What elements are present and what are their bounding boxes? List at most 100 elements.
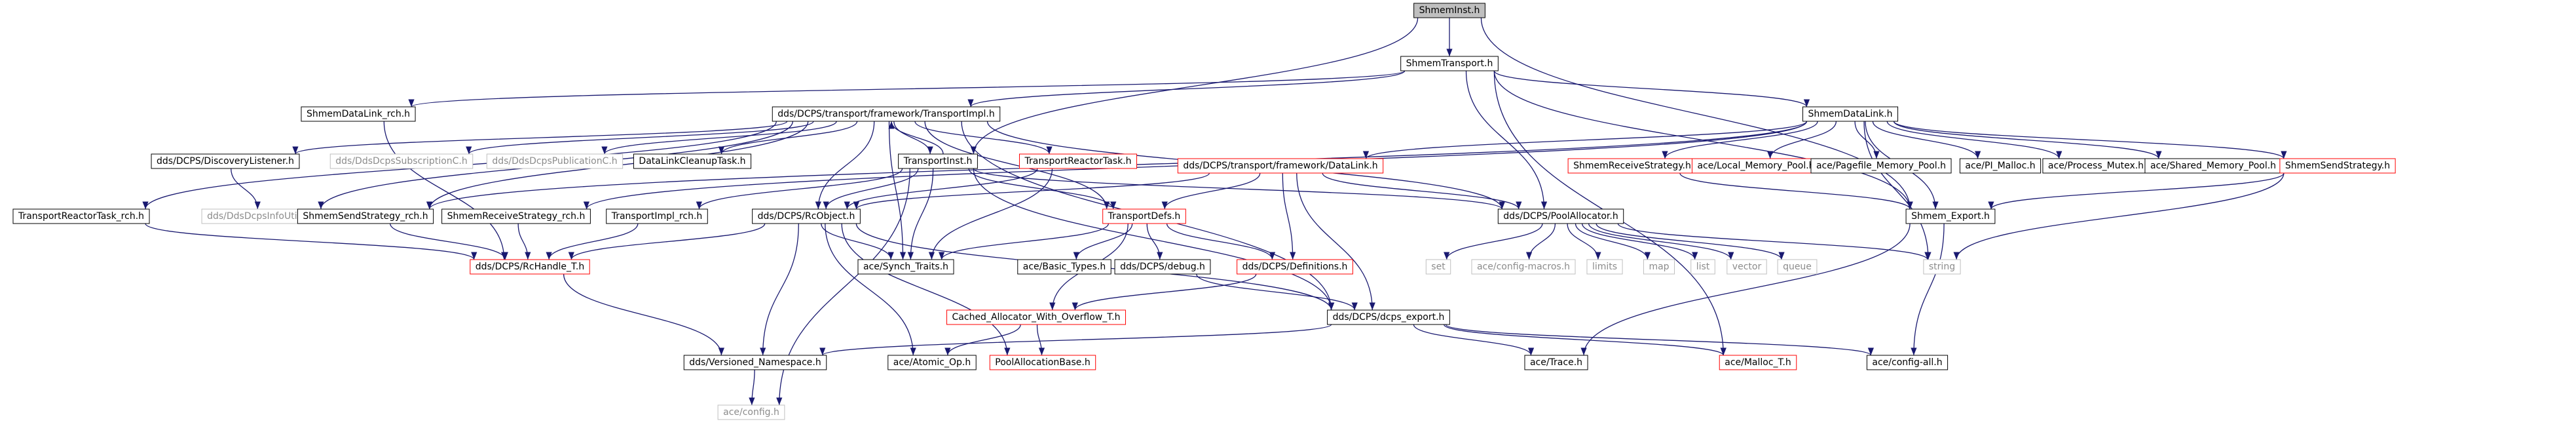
node-transportreactortask-rch[interactable]: TransportReactorTask_rch.h xyxy=(12,208,150,224)
node-poolallocator[interactable]: dds/DCPS/PoolAllocator.h xyxy=(1497,208,1624,224)
node-box xyxy=(297,208,434,224)
node-box xyxy=(1413,3,1485,18)
node-dcps-export[interactable]: dds/DCPS/dcps_export.h xyxy=(1327,309,1450,325)
node-label: ace/Basic_Types.h xyxy=(1023,262,1106,272)
node-discoverylistener[interactable]: dds/DCPS/DiscoveryListener.h xyxy=(151,153,300,169)
edge-shmemtransport-to-transportimpl xyxy=(967,70,1406,108)
node-box xyxy=(1777,259,1818,275)
node-local-memory-pool[interactable]: ace/Local_Memory_Pool.h xyxy=(1691,158,1821,174)
node-box xyxy=(486,153,624,169)
edge-shmemreceivestrategy-to-shmem-export xyxy=(1679,172,1913,210)
node-config-all[interactable]: ace/config-all.h xyxy=(1866,355,1949,370)
edge-shmemdatalink-to-process-mutex xyxy=(1886,121,2063,159)
edge-shmeminst-to-transportinst xyxy=(970,17,1419,155)
edge-poolallocator-to-map xyxy=(1575,223,1651,260)
edge-shmemdatalink-to-shmemreceivestrategy xyxy=(1662,121,1818,159)
node-box xyxy=(1471,259,1576,275)
node-shmemsendstrategy-rch[interactable]: ShmemSendStrategy_rch.h xyxy=(297,208,434,224)
node-shmemdatalink[interactable]: ShmemDataLink.h xyxy=(1802,106,1899,122)
node-versioned-namespace[interactable]: dds/Versioned_Namespace.h xyxy=(683,355,827,370)
node-config-macros: ace/config-macros.h xyxy=(1471,259,1576,275)
node-box xyxy=(1114,259,1211,275)
edge-shmemsendstrategy-rch-to-rchandle-t xyxy=(390,223,508,260)
edge-framework-datalink-to-poolallocator xyxy=(1322,172,1522,210)
node-pagefile-memory-pool[interactable]: ace/Pagefile_Memory_Pool.h xyxy=(1810,158,1952,174)
node-label: DataLinkCleanupTask.h xyxy=(639,156,745,167)
edge-shmem-export-to-ace-trace xyxy=(1580,223,1911,356)
node-basic-types[interactable]: ace/Basic_Types.h xyxy=(1017,259,1111,275)
node-label: dds/DdsDcpsInfoUtilsC.h xyxy=(207,211,320,222)
node-label: dds/DCPS/Definitions.h xyxy=(1242,262,1348,272)
node-label: dds/DCPS/debug.h xyxy=(1120,262,1205,272)
node-transportinst[interactable]: TransportInst.h xyxy=(898,153,978,169)
node-label: ShmemInst.h xyxy=(1419,5,1480,16)
node-shared-memory-pool[interactable]: ace/Shared_Memory_Pool.h xyxy=(2144,158,2282,174)
node-dcps-debug[interactable]: dds/DCPS/debug.h xyxy=(1114,259,1211,275)
edge-transportimpl-to-transportreactortask xyxy=(914,121,1053,155)
node-pi-malloc[interactable]: ace/PI_Malloc.h xyxy=(1959,158,2042,174)
node-label: vector xyxy=(1732,262,1762,272)
node-label: dds/DCPS/transport/framework/DataLink.h xyxy=(1183,161,1377,171)
node-datalinkcleanuptask[interactable]: DataLinkCleanupTask.h xyxy=(633,153,752,169)
node-label: TransportReactorTask.h xyxy=(1024,156,1131,167)
node-shmem-export[interactable]: Shmem_Export.h xyxy=(1905,208,1996,224)
edge-transportinst-to-rcobject xyxy=(823,168,919,210)
node-shmemreceivestrategy[interactable]: ShmemReceiveStrategy.h xyxy=(1567,158,1697,174)
edge-dcps-export-to-ace-malloc-t xyxy=(1443,324,1727,356)
edge-framework-datalink-to-transportdefs xyxy=(1161,172,1261,210)
node-shmeminst[interactable]: ShmemInst.h xyxy=(1413,3,1485,18)
edge-rchandle-t-to-versioned-namespace xyxy=(563,273,725,356)
node-atomic-op[interactable]: ace/Atomic_Op.h xyxy=(887,355,977,370)
node-framework-datalink[interactable]: dds/DCPS/transport/framework/DataLink.h xyxy=(1177,158,1384,174)
edge-dcps-debug-to-dcps-export xyxy=(1196,273,1358,311)
node-process-mutex[interactable]: ace/Process_Mutex.h xyxy=(2042,158,2150,174)
node-label: ace/Malloc_T.h xyxy=(1725,357,1791,368)
edge-cached-allocator-to-atomic-op xyxy=(944,324,1021,356)
edge-dcps-export-to-config-all xyxy=(1445,324,1874,356)
node-definitions[interactable]: dds/DCPS/Definitions.h xyxy=(1237,259,1353,275)
node-label: ace/PI_Malloc.h xyxy=(1965,161,2035,171)
node-rcobject[interactable]: dds/DCPS/RcObject.h xyxy=(752,208,861,224)
node-label: ace/config-macros.h xyxy=(1477,262,1570,272)
edge-poolallocator-to-set xyxy=(1444,223,1543,260)
edges-layer xyxy=(142,17,2287,406)
node-box xyxy=(1497,208,1624,224)
node-rchandle-t[interactable]: dds/DCPS/RcHandle_T.h xyxy=(470,259,590,275)
node-ace-malloc-t[interactable]: ace/Malloc_T.h xyxy=(1719,355,1797,370)
node-box xyxy=(752,208,861,224)
node-transportimpl-rch[interactable]: TransportImpl_rch.h xyxy=(606,208,708,224)
node-box xyxy=(1017,259,1111,275)
edge-shmemsendstrategy-to-string xyxy=(1953,172,2285,260)
node-label: list xyxy=(1696,262,1710,272)
node-label: dds/DCPS/transport/framework/TransportIm… xyxy=(777,109,994,119)
node-poolallocationbase[interactable]: PoolAllocationBase.h xyxy=(989,355,1096,370)
node-shmemsendstrategy[interactable]: ShmemSendStrategy.h xyxy=(2279,158,2396,174)
node-transportdefs[interactable]: TransportDefs.h xyxy=(1102,208,1186,224)
node-shmemreceivestrategy-rch[interactable]: ShmemReceiveStrategy_rch.h xyxy=(441,208,591,224)
node-box xyxy=(1400,56,1499,71)
node-queue: queue xyxy=(1777,259,1818,275)
node-ace-trace[interactable]: ace/Trace.h xyxy=(1524,355,1588,370)
node-label: TransportImpl_rch.h xyxy=(611,211,703,222)
node-ace-config: ace/config.h xyxy=(717,404,785,420)
edge-versioned-namespace-to-ace-config xyxy=(749,369,755,406)
node-shmemtransport[interactable]: ShmemTransport.h xyxy=(1400,56,1499,71)
node-label: ace/Shared_Memory_Pool.h xyxy=(2150,161,2276,171)
nodes-layer: ShmemInst.hShmemTransport.hShmemDataLink… xyxy=(12,3,2396,420)
node-box xyxy=(1177,158,1384,174)
edge-rcobject-to-atomic-op xyxy=(825,223,916,356)
node-cached-allocator[interactable]: Cached_Allocator_With_Overflow_T.h xyxy=(946,309,1126,325)
node-synch-traits[interactable]: ace/Synch_Traits.h xyxy=(857,259,954,275)
node-label: dds/DdsDcpsPublicationC.h xyxy=(492,156,617,167)
node-box xyxy=(898,153,978,169)
node-label: ace/Pagefile_Memory_Pool.h xyxy=(1816,161,1946,171)
node-transportimpl[interactable]: dds/DCPS/transport/framework/TransportIm… xyxy=(772,106,1001,122)
node-shmemdatalink-rch[interactable]: ShmemDataLink_rch.h xyxy=(301,106,416,122)
edge-rcobject-to-rchandle-t xyxy=(568,223,766,260)
node-label: map xyxy=(1649,262,1669,272)
edge-transportreactortask-rch-to-rchandle-t xyxy=(145,223,477,260)
node-transportreactortask[interactable]: TransportReactorTask.h xyxy=(1018,153,1138,169)
node-box xyxy=(887,355,977,370)
edge-shmem-export-to-config-all xyxy=(1911,223,1945,356)
node-box xyxy=(1237,259,1353,275)
